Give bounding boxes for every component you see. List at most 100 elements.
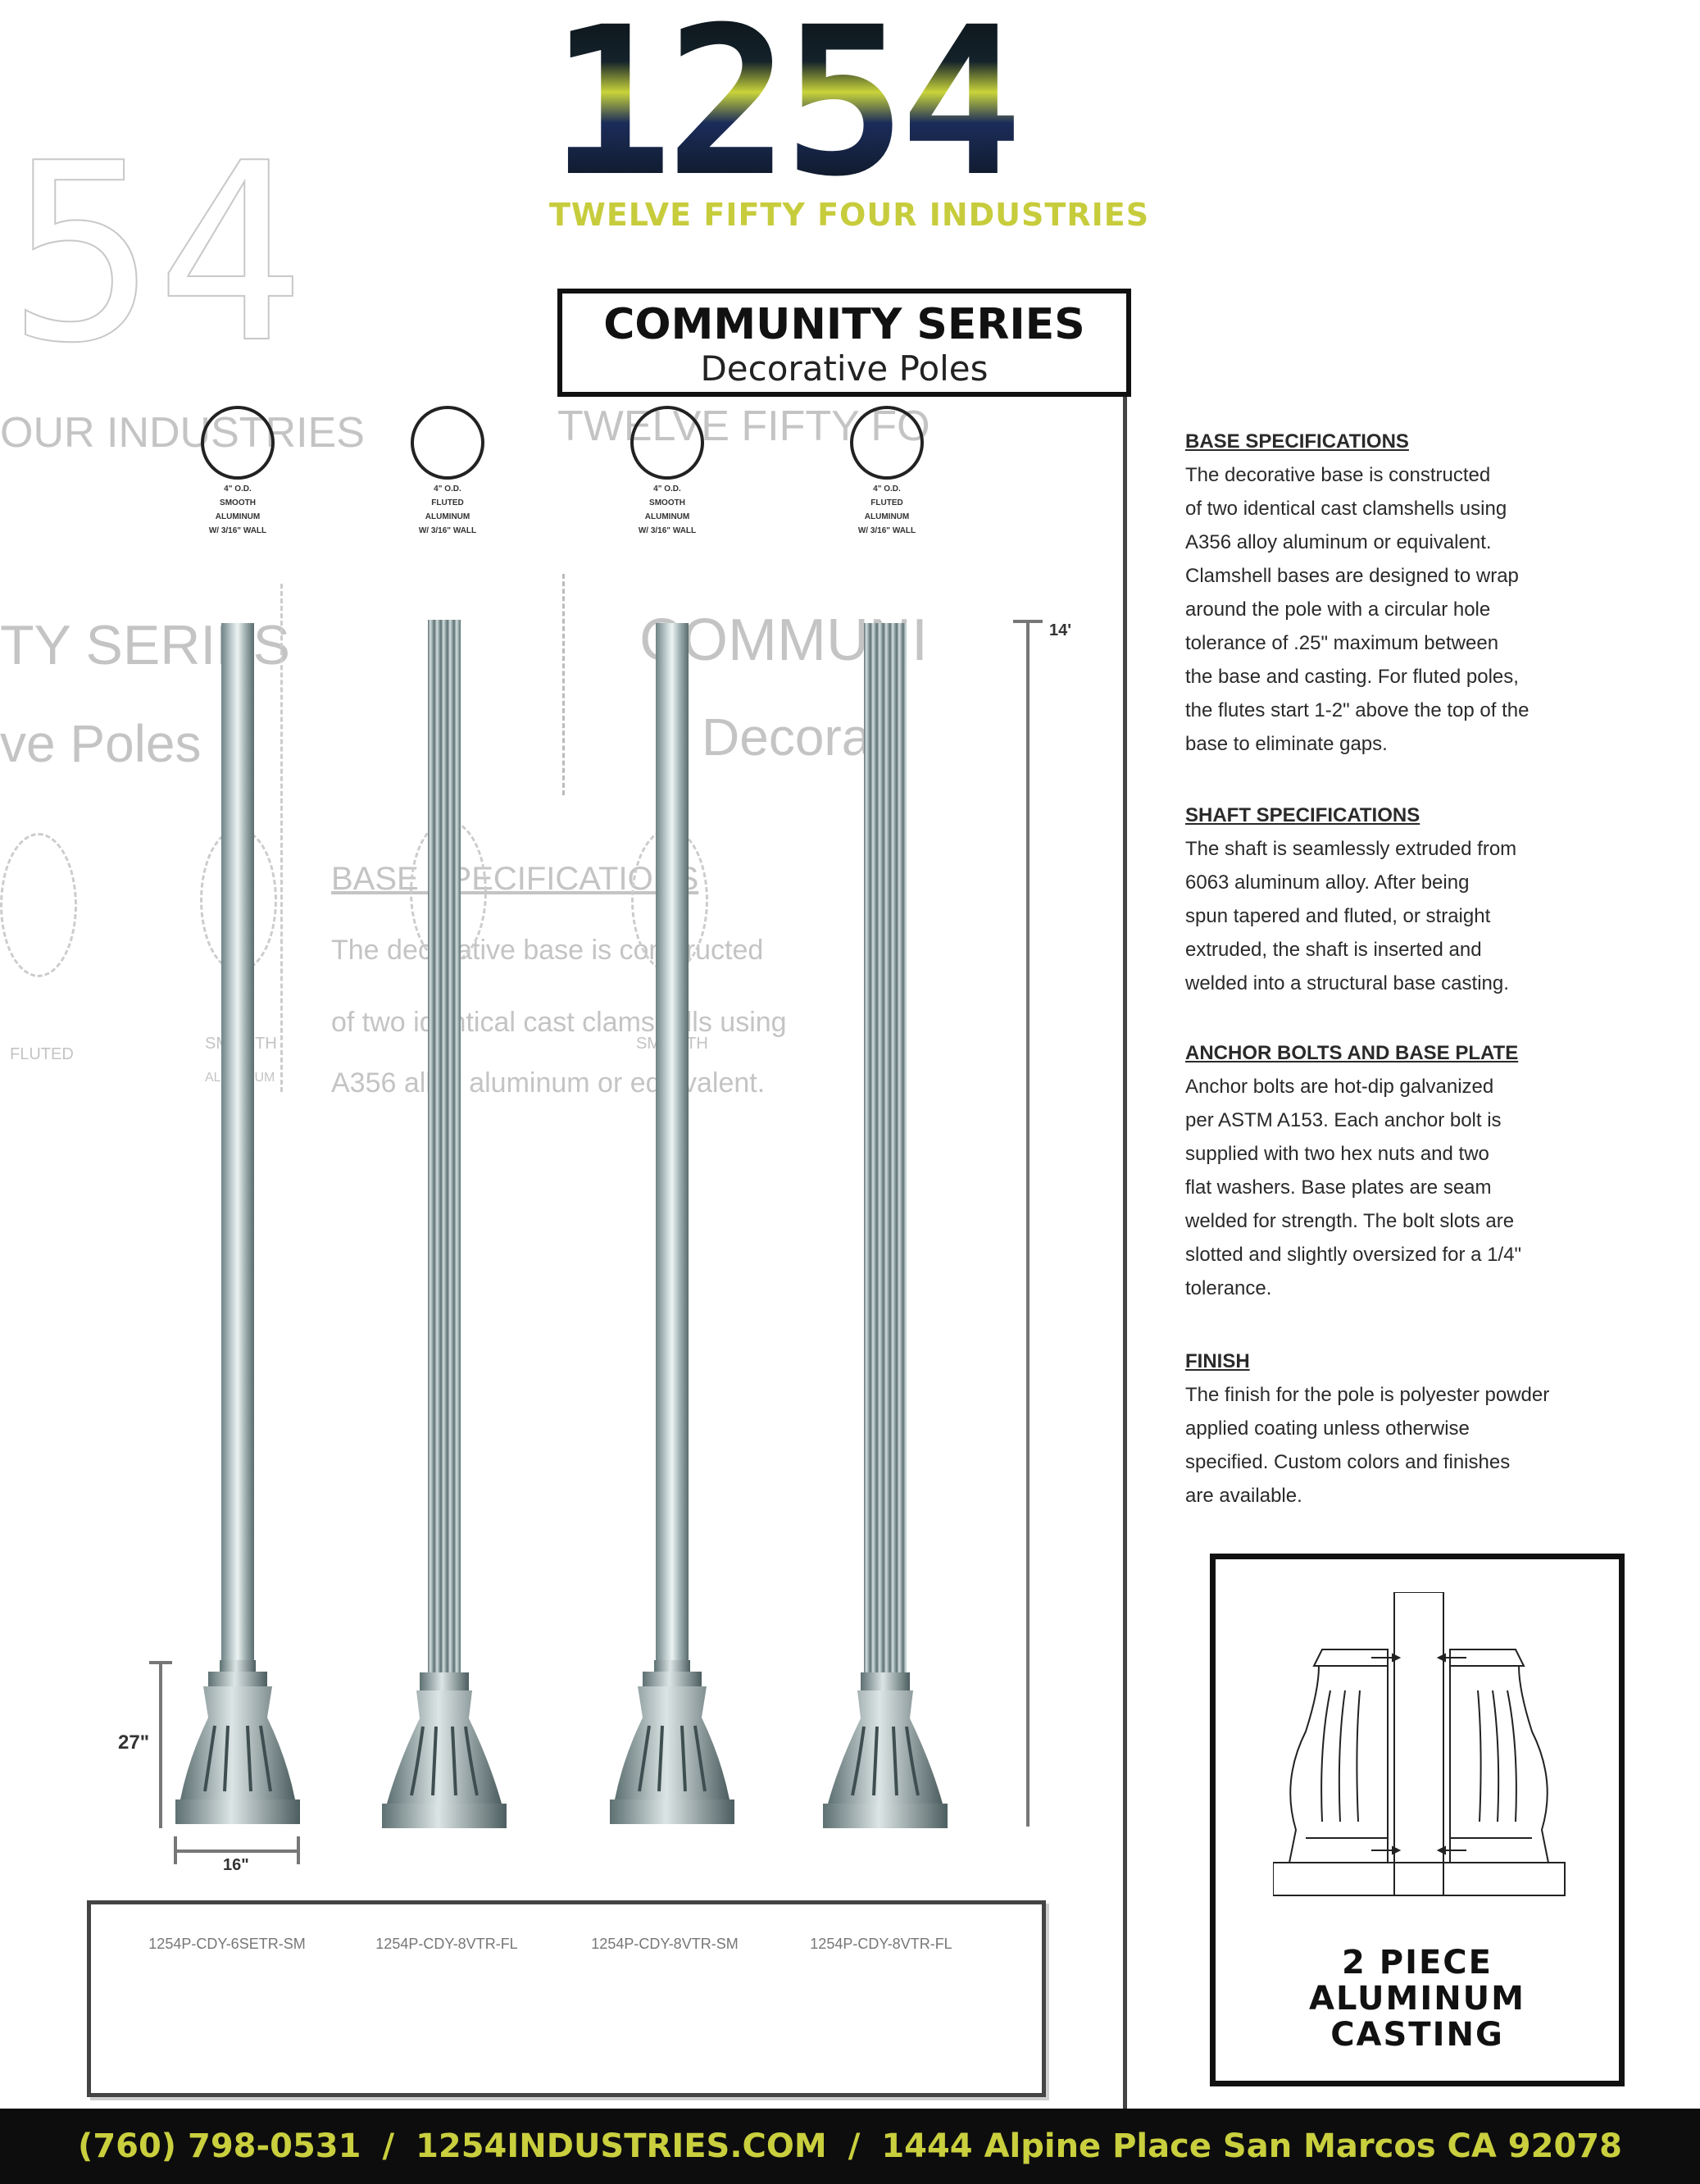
- section-label-line: 4" O.D.: [224, 485, 252, 494]
- section-label-line: W/ 3/16" WALL: [857, 526, 916, 535]
- spec-heading: FINISH: [1185, 1350, 1250, 1372]
- footer-separator: /: [382, 2127, 395, 2165]
- base-width-dimension-tick-right: [297, 1836, 300, 1864]
- ghost-sec-fluted: FLUTED: [10, 1045, 74, 1063]
- section-label-line: W/ 3/16" WALL: [418, 526, 477, 535]
- catalog-number: 1254P-CDY-8VTR-SM: [591, 1936, 739, 1952]
- spec-line: per ASTM A153. Each anchor bolt is: [1185, 1109, 1502, 1131]
- pole-2-shaft: [428, 620, 461, 1694]
- height-dimension-label: 14': [1049, 621, 1072, 639]
- spec-line: supplied with two hex nuts and two: [1185, 1143, 1489, 1165]
- spec-line: base to eliminate gaps.: [1185, 733, 1388, 755]
- cross-section-ring: [411, 406, 484, 480]
- cross-section-ring: [630, 406, 704, 480]
- base-width-dimension-tick-left: [174, 1836, 177, 1864]
- base-specifications: BASE SPECIFICATIONS The decorative base …: [1185, 425, 1611, 761]
- pole-4-base: [823, 1672, 948, 1828]
- section-label-line: 4" O.D.: [653, 485, 681, 494]
- column-divider: [1123, 397, 1127, 2109]
- title-box: COMMUNITY SERIES Decorative Poles: [557, 289, 1131, 397]
- ghost-logo: 54: [7, 111, 305, 397]
- pole-2-base: [382, 1672, 507, 1828]
- base-width-dimension-label: 16": [223, 1856, 249, 1874]
- pole-4-shaft: [864, 623, 907, 1689]
- spec-line: are available.: [1185, 1485, 1302, 1507]
- ghost-industries: OUR INDUSTRIES: [0, 409, 365, 457]
- pole-1-base: [175, 1660, 300, 1824]
- page-title: COMMUNITY SERIES: [603, 300, 1085, 349]
- spec-line: spun tapered and fluted, or straight: [1185, 905, 1491, 927]
- casting-label-line: CASTING: [1330, 2016, 1504, 2054]
- section-label-line: W/ 3/16" WALL: [208, 526, 267, 535]
- cross-section-ring: [201, 406, 275, 480]
- section-label-line: ALUMINUM: [425, 512, 470, 521]
- spec-line: welded into a structural base casting.: [1185, 972, 1509, 994]
- spec-line: extruded, the shaft is inserted and: [1185, 939, 1482, 961]
- spec-line: tolerance of .25" maximum between: [1185, 632, 1499, 654]
- section-label-line: W/ 3/16" WALL: [638, 526, 697, 535]
- pole-3-shaft: [656, 623, 689, 1672]
- ghost-ring-1: [0, 833, 77, 977]
- ghost-dashed-line-2: [562, 574, 565, 795]
- spec-line: Anchor bolts are hot-dip galvanized: [1185, 1076, 1494, 1098]
- footer-website-link[interactable]: 1254INDUSTRIES.COM: [416, 2127, 827, 2165]
- finish-specifications: FINISH The finish for the pole is polyes…: [1185, 1345, 1611, 1513]
- spec-line: The shaft is seamlessly extruded from: [1185, 838, 1517, 860]
- spec-line: the base and casting. For fluted poles,: [1185, 666, 1519, 688]
- section-label-line: FLUTED: [870, 498, 903, 507]
- ghost-poles: ve Poles: [0, 714, 202, 773]
- spec-heading: BASE SPECIFICATIONS: [1185, 430, 1409, 453]
- ghost-base-line2: of two identical cast clamshells using: [331, 1007, 787, 1038]
- casting-label-line: ALUMINUM: [1309, 1980, 1525, 2018]
- casting-label-line: 2 PIECE: [1342, 1944, 1493, 1982]
- spec-line: around the pole with a circular hole: [1185, 598, 1491, 621]
- anchor-bolt-specifications: ANCHOR BOLTS AND BASE PLATE Anchor bolts…: [1185, 1036, 1611, 1305]
- pole-2-section: 4" O.D. FLUTED ALUMINUM W/ 3/16" WALL: [366, 406, 530, 535]
- catalog-number-box: 1254P-CDY-6SETR-SM 1254P-CDY-8VTR-FL 125…: [87, 1900, 1046, 2097]
- section-label-line: SMOOTH: [649, 498, 685, 507]
- footer-phone[interactable]: (760) 798-0531: [78, 2127, 361, 2165]
- casting-diagram-box: 2 PIECE ALUMINUM CASTING: [1210, 1554, 1625, 2086]
- section-label-line: ALUMINUM: [644, 512, 690, 521]
- spec-heading: SHAFT SPECIFICATIONS: [1185, 804, 1420, 826]
- section-label-line: FLUTED: [431, 498, 464, 507]
- shaft-specifications: SHAFT SPECIFICATIONS The shaft is seamle…: [1185, 799, 1611, 1000]
- section-label-line: 4" O.D.: [434, 485, 461, 494]
- spec-line: Clamshell bases are designed to wrap: [1185, 565, 1519, 587]
- ghost-dashed-line-1: [280, 584, 283, 1092]
- catalog-number: 1254P-CDY-8VTR-FL: [375, 1936, 518, 1952]
- pole-3-base: [610, 1660, 734, 1824]
- spec-line: welded for strength. The bolt slots are: [1185, 1210, 1515, 1232]
- casting-diagram: [1273, 1592, 1566, 1896]
- spec-line: specified. Custom colors and finishes: [1185, 1451, 1511, 1473]
- catalog-number: 1254P-CDY-6SETR-SM: [148, 1936, 306, 1952]
- spec-line: 6063 aluminum alloy. After being: [1185, 871, 1470, 894]
- base-height-dimension-tick: [149, 1661, 172, 1664]
- base-height-dimension-line: [159, 1661, 162, 1828]
- ghost-base-line3: A356 alloy aluminum or equivalent.: [331, 1067, 766, 1099]
- height-dimension-tick: [1013, 620, 1043, 623]
- pole-4-section: 4" O.D. FLUTED ALUMINUM W/ 3/16" WALL: [805, 406, 969, 535]
- footer-bar: (760) 798-0531 / 1254INDUSTRIES.COM / 14…: [0, 2109, 1700, 2184]
- section-label-line: SMOOTH: [220, 498, 256, 507]
- spec-line: applied coating unless otherwise: [1185, 1417, 1470, 1440]
- footer-address: 1444 Alpine Place San Marcos CA 92078: [881, 2127, 1622, 2165]
- spec-line: flat washers. Base plates are seam: [1185, 1176, 1492, 1199]
- logo-tagline: TWELVE FIFTY FOUR INDUSTRIES: [549, 197, 1150, 233]
- base-height-dimension-label: 27": [118, 1731, 150, 1754]
- spec-line: the flutes start 1-2" above the top of t…: [1185, 699, 1530, 721]
- catalog-number: 1254P-CDY-8VTR-FL: [810, 1936, 952, 1952]
- footer-separator: /: [848, 2127, 861, 2165]
- pole-1-section: 4" O.D. SMOOTH ALUMINUM W/ 3/16" WALL: [156, 406, 320, 535]
- spec-line: A356 alloy aluminum or equivalent.: [1185, 531, 1492, 553]
- logo-number: 1254: [549, 0, 1156, 205]
- section-label-line: 4" O.D.: [873, 485, 901, 494]
- page-subtitle: Decorative Poles: [700, 348, 989, 389]
- spec-heading: ANCHOR BOLTS AND BASE PLATE: [1185, 1042, 1519, 1064]
- spec-line: tolerance.: [1185, 1277, 1272, 1299]
- cross-section-ring: [850, 406, 924, 480]
- section-label-line: ALUMINUM: [864, 512, 910, 521]
- spec-line: The decorative base is constructed: [1185, 464, 1491, 486]
- spec-line: The finish for the pole is polyester pow…: [1185, 1384, 1550, 1406]
- section-label-line: ALUMINUM: [215, 512, 261, 521]
